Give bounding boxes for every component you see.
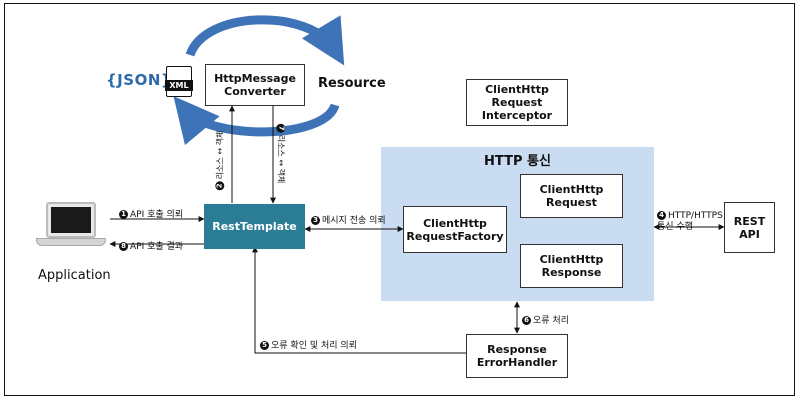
json-icon: {JSON} bbox=[106, 71, 173, 89]
xml-file-icon: XML bbox=[165, 66, 193, 97]
step-2-text: 리소스 ↔ 객체 bbox=[215, 130, 225, 180]
step-7-label: 7리소스 ↔ 객체 bbox=[275, 123, 286, 184]
step-3-text: 메시지 전송 의뢰 bbox=[322, 216, 386, 226]
step-8-text: API 호출 결과 bbox=[130, 242, 184, 252]
resource-label: Resource bbox=[318, 76, 386, 91]
client-http-request-factory-box: ClientHttp RequestFactory bbox=[403, 206, 507, 253]
step-5-number: 5 bbox=[260, 341, 269, 350]
rest-template-box: RestTemplate bbox=[204, 204, 305, 249]
client-http-request-interceptor-box: ClientHttp Request Interceptor bbox=[466, 79, 568, 126]
resource-arc-top bbox=[185, 15, 345, 66]
step-5-text: 오류 확인 및 처리 의뢰 bbox=[271, 341, 357, 351]
xml-label: XML bbox=[165, 80, 193, 91]
step-6-number: 6 bbox=[522, 316, 531, 325]
step-4-number: 4 bbox=[657, 211, 666, 220]
response-error-handler-box: Response ErrorHandler bbox=[466, 334, 568, 378]
resource-arc-bottom bbox=[173, 96, 340, 146]
step-1-text: API 호출 의뢰 bbox=[130, 210, 184, 220]
http-group-title: HTTP 통신 bbox=[484, 154, 551, 169]
step-7-text: 리소스 ↔ 객체 bbox=[276, 134, 286, 184]
http-message-converter-box: HttpMessage Converter bbox=[205, 64, 305, 106]
application-label: Application bbox=[38, 268, 111, 283]
step-6-text: 오류 처리 bbox=[533, 316, 569, 326]
step-8-number: 8 bbox=[119, 242, 128, 251]
step-7-number: 7 bbox=[276, 123, 286, 133]
step-3-number: 3 bbox=[311, 216, 320, 225]
step-1-number: 1 bbox=[119, 210, 128, 219]
step-4-text: HTTP/HTTPS 통신 수행 bbox=[657, 211, 723, 232]
client-http-request-box: ClientHttp Request bbox=[520, 174, 623, 218]
step-2-number: 2 bbox=[215, 181, 225, 191]
arrow-step-5 bbox=[252, 246, 466, 354]
rest-api-box: REST API bbox=[724, 202, 775, 253]
diagram-frame bbox=[4, 3, 795, 396]
client-http-response-box: ClientHttp Response bbox=[520, 244, 623, 288]
laptop-icon bbox=[36, 202, 106, 256]
step-2-label: 2리소스 ↔ 객체 bbox=[214, 131, 225, 191]
